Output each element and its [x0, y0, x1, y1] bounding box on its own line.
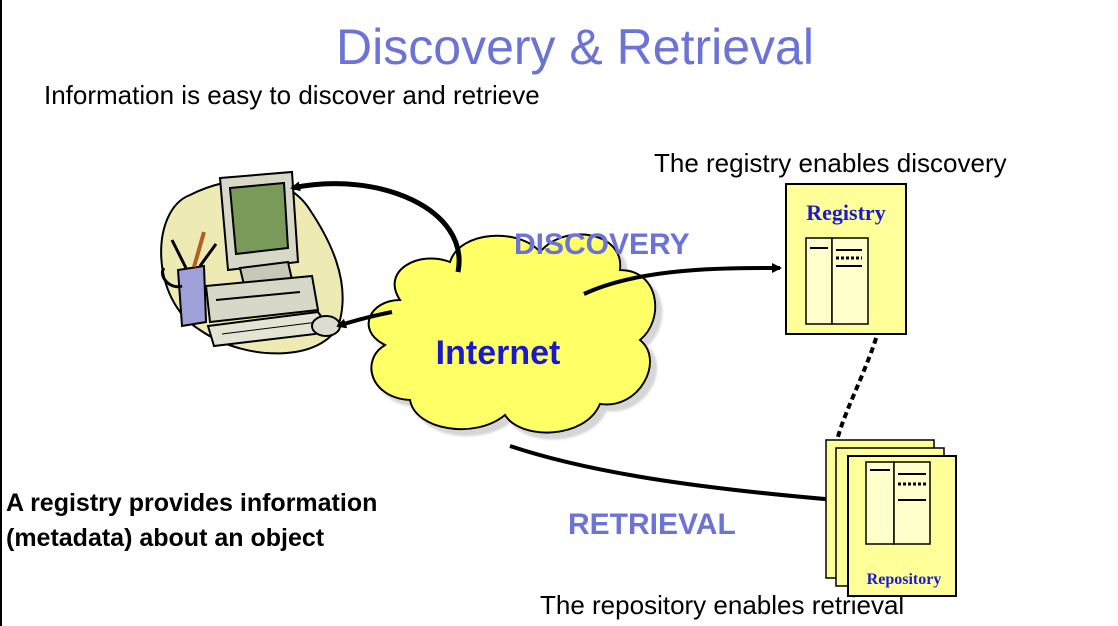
internet-cloud — [367, 233, 657, 434]
registry-description: A registry provides information (metadat… — [6, 486, 377, 556]
computer-icon — [160, 170, 344, 355]
slide-subtitle: Information is easy to discover and retr… — [44, 80, 540, 110]
slide-border-left — [0, 0, 2, 626]
arrow-retrieval — [509, 444, 838, 505]
repository-caption: The repository enables retrieval — [540, 590, 905, 620]
discovery-label: DISCOVERY — [514, 228, 690, 261]
internet-label: Internet — [436, 334, 561, 372]
registry-description-line-2: (metadata) about an object — [6, 524, 325, 552]
arrow-cloud-to-computer — [336, 310, 393, 329]
registry-caption: The registry enables discovery — [654, 148, 1007, 178]
repository-label: Repository — [867, 571, 942, 588]
arrow-cloud-to-computer-top — [290, 181, 462, 273]
registry-box — [785, 183, 907, 335]
arrow-discovery — [583, 263, 782, 296]
registry-label: Registry — [806, 200, 885, 225]
slide-title: Discovery & Retrieval — [336, 19, 814, 75]
repository-box — [825, 439, 957, 597]
registry-description-line-1: A registry provides information — [6, 489, 378, 517]
retrieval-label: RETRIEVAL — [568, 508, 736, 541]
